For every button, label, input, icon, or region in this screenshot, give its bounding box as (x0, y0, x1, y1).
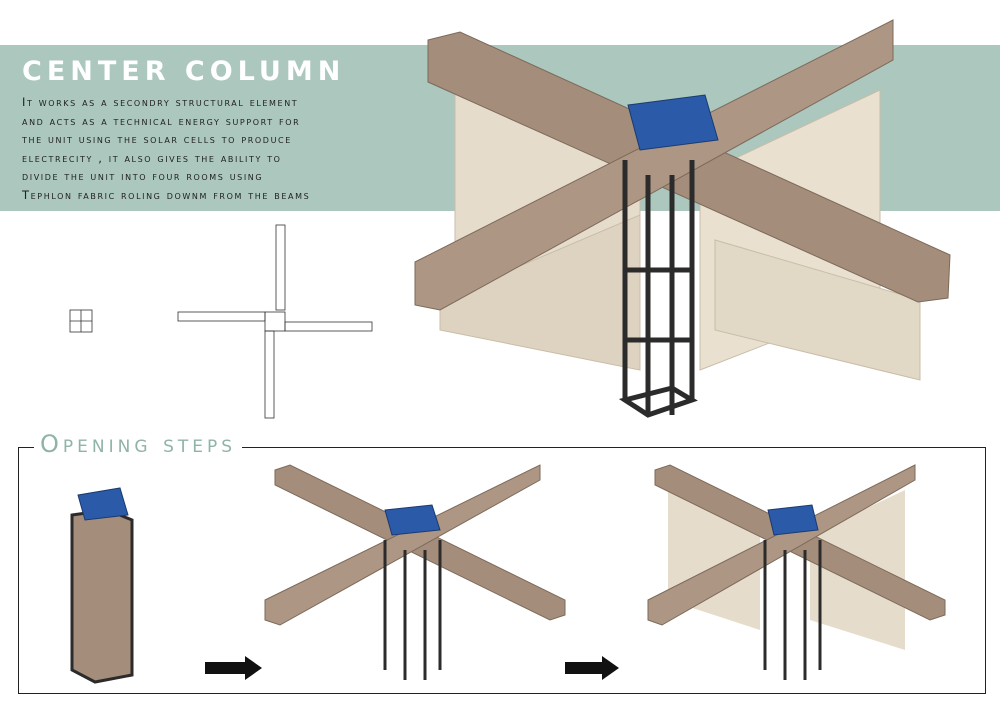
description: It works as a secondry structural elemen… (22, 93, 442, 204)
description-line: electrecity , it also gives the ability … (22, 150, 282, 165)
main-column-render (414, 19, 951, 418)
description-line: and acts as a technical energy support f… (22, 113, 301, 128)
opening-steps-panel (18, 447, 986, 694)
page-title: Center column (22, 56, 346, 87)
arrow-icon (565, 656, 619, 680)
step-1-closed-column (70, 487, 134, 684)
description-line: It works as a secondry structural elemen… (22, 95, 299, 109)
step-2-beams-extended (264, 464, 566, 680)
description-line: Tephlon fabric roling downm from the bea… (22, 187, 311, 202)
description-line: divide the unit into four rooms using (22, 169, 264, 183)
closed-plan-drawing (69, 309, 93, 333)
step-3-fabric-lowered (647, 464, 946, 680)
description-line: the unit using the solar cells to produc… (22, 132, 292, 146)
open-plan-drawing (177, 224, 373, 419)
arrow-icon (205, 656, 262, 680)
opening-steps-title: Opening steps (34, 430, 243, 458)
